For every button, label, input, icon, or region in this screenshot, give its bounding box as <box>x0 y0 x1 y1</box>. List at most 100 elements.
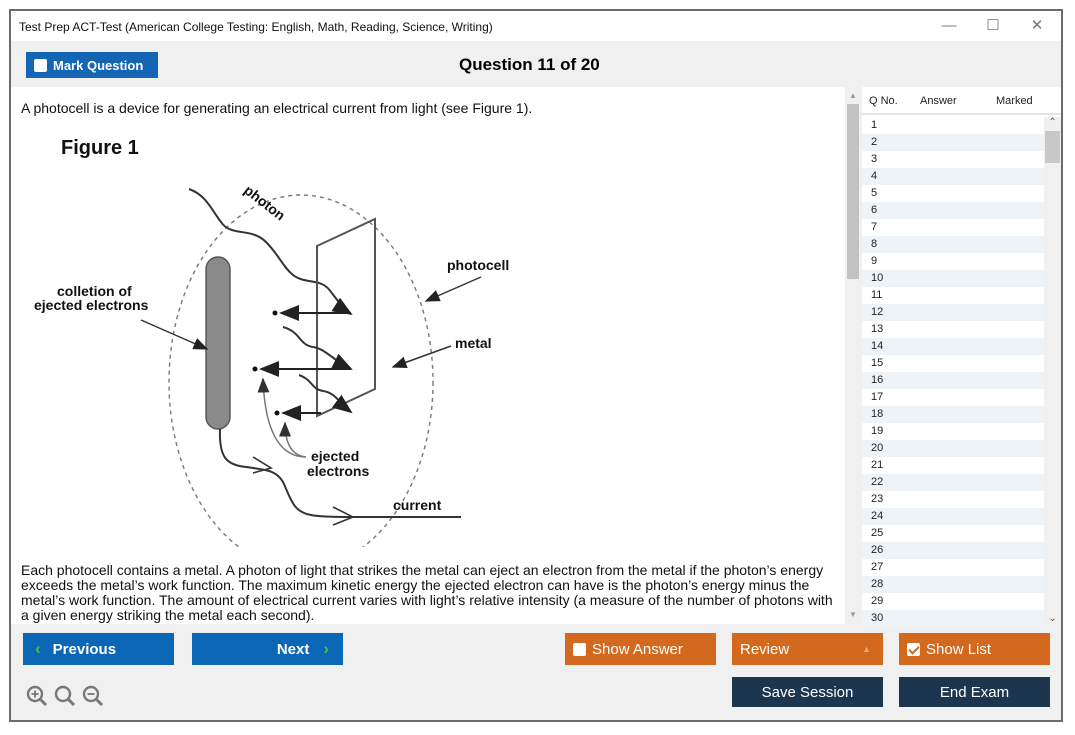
metal-label: metal <box>455 335 492 351</box>
next-button[interactable]: Next › <box>192 633 343 665</box>
end-exam-button[interactable]: End Exam <box>899 677 1050 707</box>
photon-label: photon <box>241 182 288 224</box>
ejected-label-1: ejected <box>311 448 359 464</box>
question-list-row[interactable]: 23 <box>871 493 884 505</box>
current-wire <box>218 428 362 518</box>
question-list-row[interactable]: 11 <box>871 289 883 301</box>
electron-dot <box>274 410 280 416</box>
zoom-out-icon[interactable] <box>81 684 105 708</box>
end-exam-label: End Exam <box>939 683 1010 701</box>
minimize-button[interactable]: — <box>941 17 957 34</box>
title-bar: Test Prep ACT-Test (American College Tes… <box>11 11 1061 41</box>
zoom-reset-icon[interactable] <box>53 684 77 708</box>
collection-pointer <box>140 319 209 350</box>
chevron-left-icon: ‹ <box>35 639 41 658</box>
question-list-row[interactable]: 5 <box>871 187 878 199</box>
photon-wave-2 <box>282 326 353 370</box>
mark-question-label: Mark Question <box>53 57 144 73</box>
save-session-button[interactable]: Save Session <box>732 677 883 707</box>
current-label: current <box>393 497 442 513</box>
photocell-figure: Figure 1 photon ejected electrons collet… <box>34 137 509 547</box>
chevron-right-icon: › <box>323 639 329 658</box>
question-header: Mark Question Question 11 of 20 <box>11 41 1061 87</box>
photocell-boundary <box>168 194 434 547</box>
question-list-row[interactable]: 18 <box>862 406 1044 423</box>
question-list-header: Q No. Answer Marked <box>862 87 1061 115</box>
question-list-row[interactable]: 1 <box>871 119 878 131</box>
question-list-row[interactable]: 16 <box>862 372 1044 389</box>
scroll-down-icon[interactable]: ▼ <box>849 610 857 619</box>
mark-question-button[interactable]: Mark Question <box>26 52 158 78</box>
column-answer[interactable]: Answer <box>920 95 957 107</box>
save-session-label: Save Session <box>761 683 854 701</box>
photocell-pointer <box>424 276 482 302</box>
column-qno[interactable]: Q No. <box>869 95 898 107</box>
maximize-button[interactable]: ☐ <box>986 17 1000 34</box>
current-arrowhead <box>252 456 273 474</box>
question-list-row[interactable]: 9 <box>871 255 878 267</box>
photon-wave <box>188 188 353 316</box>
mark-question-checkbox[interactable] <box>34 58 47 72</box>
content-scrollbar[interactable]: ▲ ▼ <box>845 87 861 624</box>
question-list-row[interactable]: 22 <box>862 474 1044 491</box>
scroll-up-icon[interactable]: ▲ <box>849 91 857 100</box>
question-list-row[interactable]: 3 <box>871 153 878 165</box>
question-list-row[interactable]: 26 <box>862 542 1044 559</box>
metal-plate <box>316 217 376 418</box>
question-list-row[interactable]: 12 <box>862 304 1044 321</box>
question-list-row[interactable]: 27 <box>871 561 884 573</box>
chevron-up-icon[interactable]: ⌃ <box>1048 117 1057 128</box>
close-button[interactable]: ✕ <box>1030 17 1044 34</box>
chevron-down-icon[interactable]: ⌄ <box>1048 613 1057 624</box>
ejected-label-2: electrons <box>307 463 369 479</box>
show-answer-label: Show Answer <box>592 640 683 658</box>
zoom-in-icon[interactable] <box>25 684 49 708</box>
passage-text: Each photocell contains a metal. A photo… <box>21 562 833 623</box>
window-title: Test Prep ACT-Test (American College Tes… <box>19 20 493 34</box>
previous-label: Previous <box>52 640 117 658</box>
question-list-row[interactable]: 28 <box>862 576 1044 593</box>
question-list-scroll-thumb[interactable] <box>1045 131 1060 163</box>
column-marked[interactable]: Marked <box>996 95 1033 107</box>
question-list-row[interactable]: 20 <box>862 440 1044 457</box>
current-arrowhead <box>332 506 355 526</box>
collection-label-1: colletion of <box>57 283 132 299</box>
question-list-row[interactable]: 25 <box>871 527 884 539</box>
question-list-row[interactable]: 30 <box>862 610 1044 627</box>
question-list-row[interactable]: 6 <box>862 202 1044 219</box>
show-answer-button[interactable]: Show Answer <box>565 633 716 665</box>
scroll-thumb[interactable] <box>847 104 859 279</box>
question-list-row[interactable]: 21 <box>871 459 884 471</box>
show-list-checkbox[interactable] <box>907 642 920 656</box>
question-list-row[interactable]: 17 <box>871 391 884 403</box>
previous-button[interactable]: ‹ Previous <box>23 633 174 665</box>
question-list-row[interactable]: 29 <box>871 595 884 607</box>
question-list-row[interactable]: 10 <box>862 270 1044 287</box>
question-list-row[interactable]: 13 <box>871 323 884 335</box>
electron-collector <box>205 256 231 430</box>
collection-label-2: ejected electrons <box>34 297 149 313</box>
figure-title: Figure 1 <box>61 137 139 159</box>
question-list-row[interactable]: 19 <box>871 425 884 437</box>
ejected-pointer <box>257 377 307 458</box>
review-label: Review <box>740 640 790 658</box>
electron-dot <box>272 310 278 316</box>
zoom-controls <box>25 684 105 708</box>
question-list-row[interactable]: 14 <box>862 338 1044 355</box>
question-list-scrollbar[interactable]: ⌃ ⌄ <box>1044 117 1061 624</box>
question-list-row[interactable]: 24 <box>862 508 1044 525</box>
show-answer-checkbox[interactable] <box>573 642 586 656</box>
question-list-row[interactable]: 15 <box>871 357 884 369</box>
show-list-label: Show List <box>926 640 992 658</box>
question-list-row[interactable]: 8 <box>862 236 1044 253</box>
review-dropdown[interactable]: Review ▲ <box>732 633 883 665</box>
metal-pointer <box>391 345 452 369</box>
question-counter: Question 11 of 20 <box>459 55 600 74</box>
electron-dot <box>252 366 258 372</box>
question-list-row[interactable]: 2 <box>862 134 1044 151</box>
show-list-button[interactable]: Show List <box>899 633 1050 665</box>
question-list-row[interactable]: 4 <box>862 168 1044 185</box>
question-list-row[interactable]: 7 <box>871 221 878 233</box>
dropdown-up-icon: ▲ <box>862 644 871 654</box>
